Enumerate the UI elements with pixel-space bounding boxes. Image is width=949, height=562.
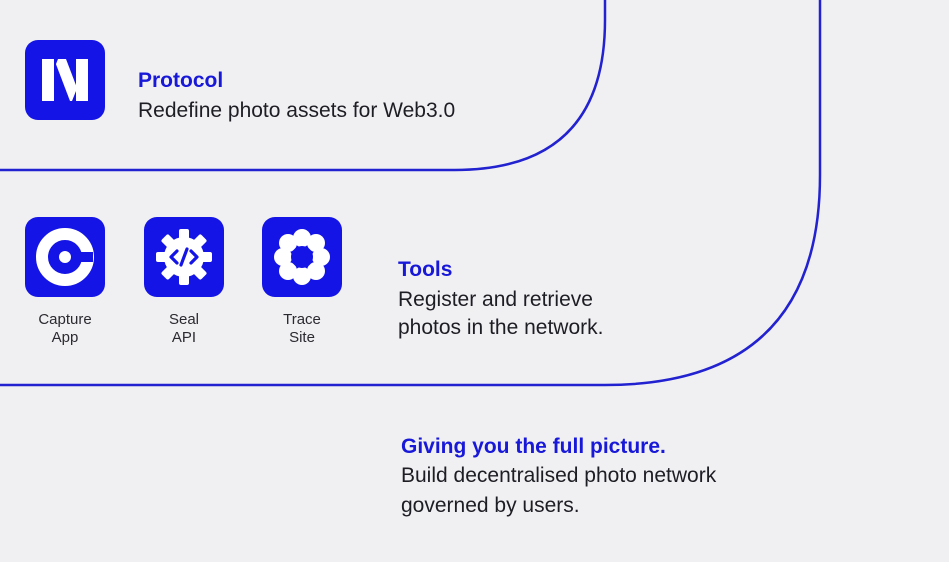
protocol-frame: [0, 0, 607, 172]
network-description-line1: Build decentralised photo network: [401, 464, 717, 487]
tools-description-line1: Register and retrieve: [398, 288, 593, 311]
seal-api-label-line2: API: [171, 329, 197, 346]
tools-description-line2: photos in the network.: [398, 316, 604, 339]
seal-api-icon[interactable]: [144, 217, 224, 297]
tools-frame: [0, 0, 822, 387]
protocol-description: Redefine photo assets for Web3.0: [138, 99, 456, 122]
capture-app-label-line2: App: [51, 329, 79, 346]
capture-app-label: Capture App: [17, 311, 113, 347]
numbers-protocol-logo-icon: [25, 40, 105, 120]
trace-site-label-line1: Trace: [283, 311, 321, 328]
seal-api-label: Seal API: [136, 311, 232, 347]
tools-title: Tools: [398, 258, 453, 281]
seal-api-label-line1: Seal: [168, 311, 200, 328]
trace-site-label-line2: Site: [289, 329, 315, 346]
network-title: Giving you the full picture.: [401, 435, 666, 458]
capture-app-label-line1: Capture: [38, 311, 92, 328]
trace-site-icon[interactable]: [262, 217, 342, 297]
trace-site-label: Trace Site: [254, 311, 350, 347]
capture-app-icon[interactable]: [25, 217, 105, 297]
network-description-line2: governed by users.: [401, 494, 580, 517]
protocol-title: Protocol: [138, 69, 224, 92]
